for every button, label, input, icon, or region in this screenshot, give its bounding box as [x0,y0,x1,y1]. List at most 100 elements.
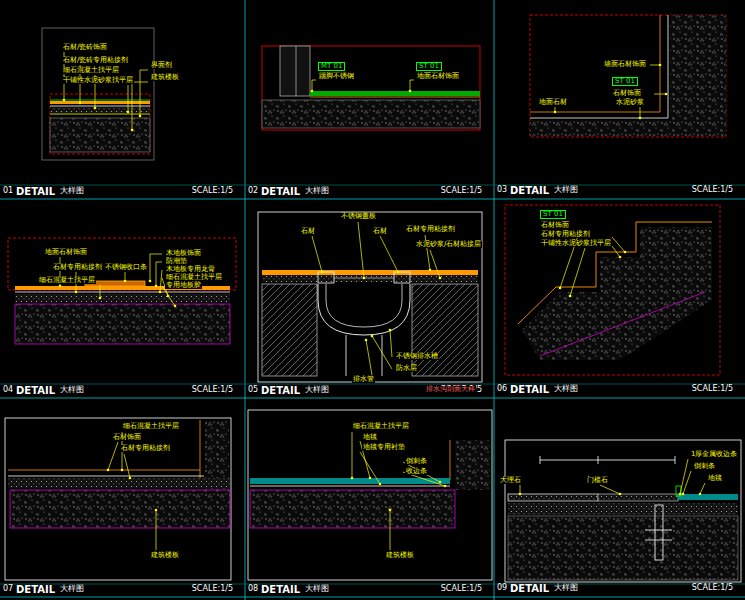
callout-label: 石材专用粘接剂 [540,231,591,238]
callout-label: 石材 [300,228,316,235]
detail-heading: DETAIL [261,187,300,197]
leader-dot [159,291,162,294]
drawing-part [258,212,482,382]
scale-note: SCALE:1/5 [692,186,733,194]
callout-label: 地毯 [362,434,378,441]
leader-line [612,237,625,252]
drawing-part [262,46,480,130]
leader-line [108,442,118,470]
leader-line [390,330,392,357]
leader-dot [409,90,412,93]
detail-name: 大样图 [554,186,578,194]
leader-dot [351,477,354,480]
callout-label: 木地板专用龙骨 [165,266,216,273]
callout-label: 地面石材 [538,99,568,106]
drawing-line [50,106,150,107]
scale-note: SCALE:1/5 [692,385,733,393]
leader-dot [379,483,382,486]
leader-dot [665,93,668,96]
drawing-part [5,418,231,580]
callout-label: 石材/瓷砖专用粘接剂 [62,57,129,64]
detail-number: 04 [3,386,13,394]
drawing-outline [522,227,712,360]
leader-dot [311,90,314,93]
leader-dot [129,477,132,480]
drawing-line [382,335,383,376]
drawing-line [660,15,661,112]
drawing-part [262,100,480,128]
drawing-line [675,456,676,464]
drawing-line [0,384,745,385]
detail-name: 大样图 [305,386,329,394]
drawing-line [334,278,394,279]
leader-line [683,471,691,494]
leader-dot [365,339,368,342]
leader-dot [174,305,177,308]
leader-line [380,236,398,272]
detail-name: 大样图 [554,385,578,393]
leader-line [160,270,162,292]
callout-label: 墙面石材饰面 [603,61,647,68]
detail-panel: 04DETAIL大样图SCALE:1/5 [0,199,245,398]
callout-label: 建筑楼板 [150,552,180,559]
drawing-part [455,440,490,490]
drawing-part [10,490,230,528]
leader-line [390,510,391,550]
leader-line [410,80,414,91]
leader-dot [155,285,158,288]
callout-label: 排水管 [352,376,375,383]
detail-number: 02 [248,187,258,195]
callout-label: 不锈钢排水槽 [395,353,439,360]
callout-label: 防水层 [395,365,418,372]
leader-dot [167,295,170,298]
drawing-part [262,284,317,376]
drawing-line [540,292,705,356]
callout-label: 专用地板胶 [165,282,202,289]
drawing-line [645,540,672,541]
drawing-line [0,398,745,399]
drawing-part [250,478,450,484]
callout-label: 踢脚不锈钢 [318,73,355,80]
leader-dot [131,129,134,132]
leader-dot [371,335,374,338]
drawing-line [0,597,745,598]
leader-dot [639,117,642,120]
detail-panel: 05DETAIL大样图SCALE:1/5 [245,199,494,398]
detail-name: 大样图 [554,584,578,592]
drawing-part [598,494,678,501]
leader-line [128,85,129,112]
leader-line [430,250,440,278]
material-tag: ST 01 [612,77,638,86]
callout-label: 水泥砂浆 [615,99,645,106]
detail-heading: DETAIL [261,585,300,595]
callout-label: 倒刺条 [405,458,428,465]
leader-line [360,452,380,484]
scale-note: SCALE:1/5 [692,584,733,592]
leader-dot [155,509,158,512]
scale-note: SCALE:1/5 [441,187,482,195]
callout-label: 石材/瓷砖饰面 [62,44,108,51]
callout-label: 地面石材饰面 [44,249,88,256]
section-caption: 排水沟剖面大样 [425,386,476,393]
drawing-part [508,494,598,501]
callout-label: 建筑楼板 [385,552,415,559]
detail-heading: DETAIL [510,584,549,594]
leader-line [358,222,364,278]
drawing-part [262,270,478,275]
material-tag: ST 01 [416,62,442,71]
drawing-line [530,112,660,113]
drawing-part [505,205,720,375]
detail-number: 05 [248,386,258,394]
leader-dot [397,271,400,274]
drawing-part [250,490,455,528]
detail-number: 09 [497,584,507,592]
drawing-part [508,503,738,515]
leader-dot [619,493,622,496]
leader-dot [679,493,682,496]
leader-line [680,459,688,494]
detail-number: 07 [3,585,13,593]
drawing-part [530,15,726,137]
callout-label: 水泥砂浆/石材粘接层 [415,241,482,248]
scale-note: SCALE:1/5 [192,585,233,593]
drawing-part [262,275,478,282]
